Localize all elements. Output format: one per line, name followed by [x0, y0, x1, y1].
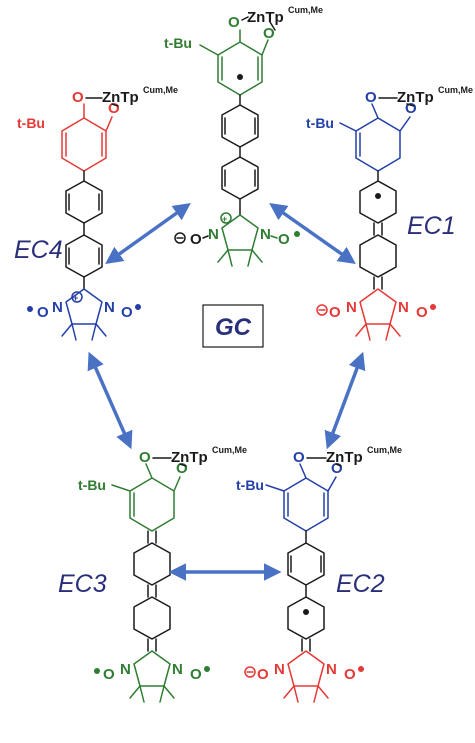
arrow-ec4-gc — [105, 202, 191, 265]
gc-o-2: O — [263, 25, 275, 42]
svg-text:Cum,Me: Cum,Me — [438, 85, 473, 95]
gc-o-1: O — [228, 14, 240, 31]
ec1-zn-label: ZnTp — [397, 89, 434, 106]
ec1-label: EC1 — [407, 212, 456, 240]
gc-tbu: t-Bu — [164, 35, 192, 51]
gc-n-right: N — [260, 226, 271, 243]
ec4-label: EC4 — [14, 236, 63, 264]
resonance-arrows — [87, 202, 366, 581]
arrow-gc-ec1 — [269, 202, 356, 265]
ec2-tbu: t-Bu — [236, 477, 264, 493]
svg-text:O: O — [121, 304, 133, 321]
svg-text:O: O — [37, 304, 49, 321]
svg-text:Cum,Me: Cum,Me — [212, 445, 247, 455]
gc-n-left: N — [208, 226, 219, 243]
svg-text:+: + — [73, 293, 78, 303]
svg-text:O: O — [139, 449, 151, 466]
gc-nitronyl-nitroxide — [217, 214, 263, 267]
svg-text:O: O — [416, 304, 428, 321]
gc-biphenyl — [221, 94, 259, 216]
svg-text:N: N — [274, 661, 285, 678]
svg-text:N: N — [120, 661, 131, 678]
ec1-structure: O O ZnTp Cum,Me t-Bu N N O O EC1 — [306, 85, 473, 341]
ec4-structure: O O ZnTp Cum,Me t-Bu N N + O O EC4 — [14, 85, 178, 341]
svg-text:Cum,Me: Cum,Me — [367, 445, 402, 455]
ec3-structure: O O ZnTp Cum,Me t-Bu N N O O EC3 — [58, 445, 247, 703]
svg-text:O: O — [293, 449, 305, 466]
svg-text:O: O — [365, 89, 377, 106]
ec1-tbu: t-Bu — [306, 115, 334, 131]
ec3-tbu: t-Bu — [78, 477, 106, 493]
svg-text:O: O — [72, 89, 84, 106]
svg-text:O: O — [344, 666, 356, 683]
svg-text:O: O — [331, 460, 343, 477]
arrow-ec4-ec3 — [87, 351, 133, 450]
svg-text:N: N — [398, 299, 409, 316]
svg-text:O: O — [329, 304, 341, 321]
svg-text:O: O — [257, 666, 269, 683]
ec2-zn-label: ZnTp — [326, 449, 363, 466]
ec2-label: EC2 — [336, 570, 385, 598]
arrow-ec1-ec2 — [324, 351, 366, 450]
svg-text:+: + — [222, 214, 227, 224]
gc-structure: O O ZnTp Cum,Me t-Bu N N + O — [164, 5, 323, 348]
svg-text:N: N — [104, 299, 115, 316]
ec4-zn-label: ZnTp — [102, 89, 139, 106]
svg-text:O: O — [278, 231, 290, 248]
svg-text:N: N — [52, 299, 63, 316]
svg-text:N: N — [172, 661, 183, 678]
gc-zn-sup: Cum,Me — [288, 5, 323, 15]
gc-label: GC — [215, 314, 252, 341]
svg-text:O: O — [108, 100, 120, 117]
ec4-tbu: t-Bu — [17, 115, 45, 131]
svg-text:N: N — [326, 661, 337, 678]
svg-text:O: O — [176, 460, 188, 477]
gc-label-box — [202, 304, 264, 348]
svg-text:N: N — [346, 299, 357, 316]
ec3-zn-label: ZnTp — [171, 449, 208, 466]
svg-text:O: O — [103, 666, 115, 683]
svg-text:O: O — [190, 231, 202, 248]
ec2-structure: O O ZnTp Cum,Me t-Bu N N O O EC2 — [236, 445, 402, 703]
ec3-label: EC3 — [58, 570, 107, 598]
svg-text:Cum,Me: Cum,Me — [143, 85, 178, 95]
gc-semiquinone-ring — [199, 29, 269, 96]
gc-zn-label: ZnTp — [247, 9, 284, 26]
svg-text:O: O — [190, 666, 202, 683]
